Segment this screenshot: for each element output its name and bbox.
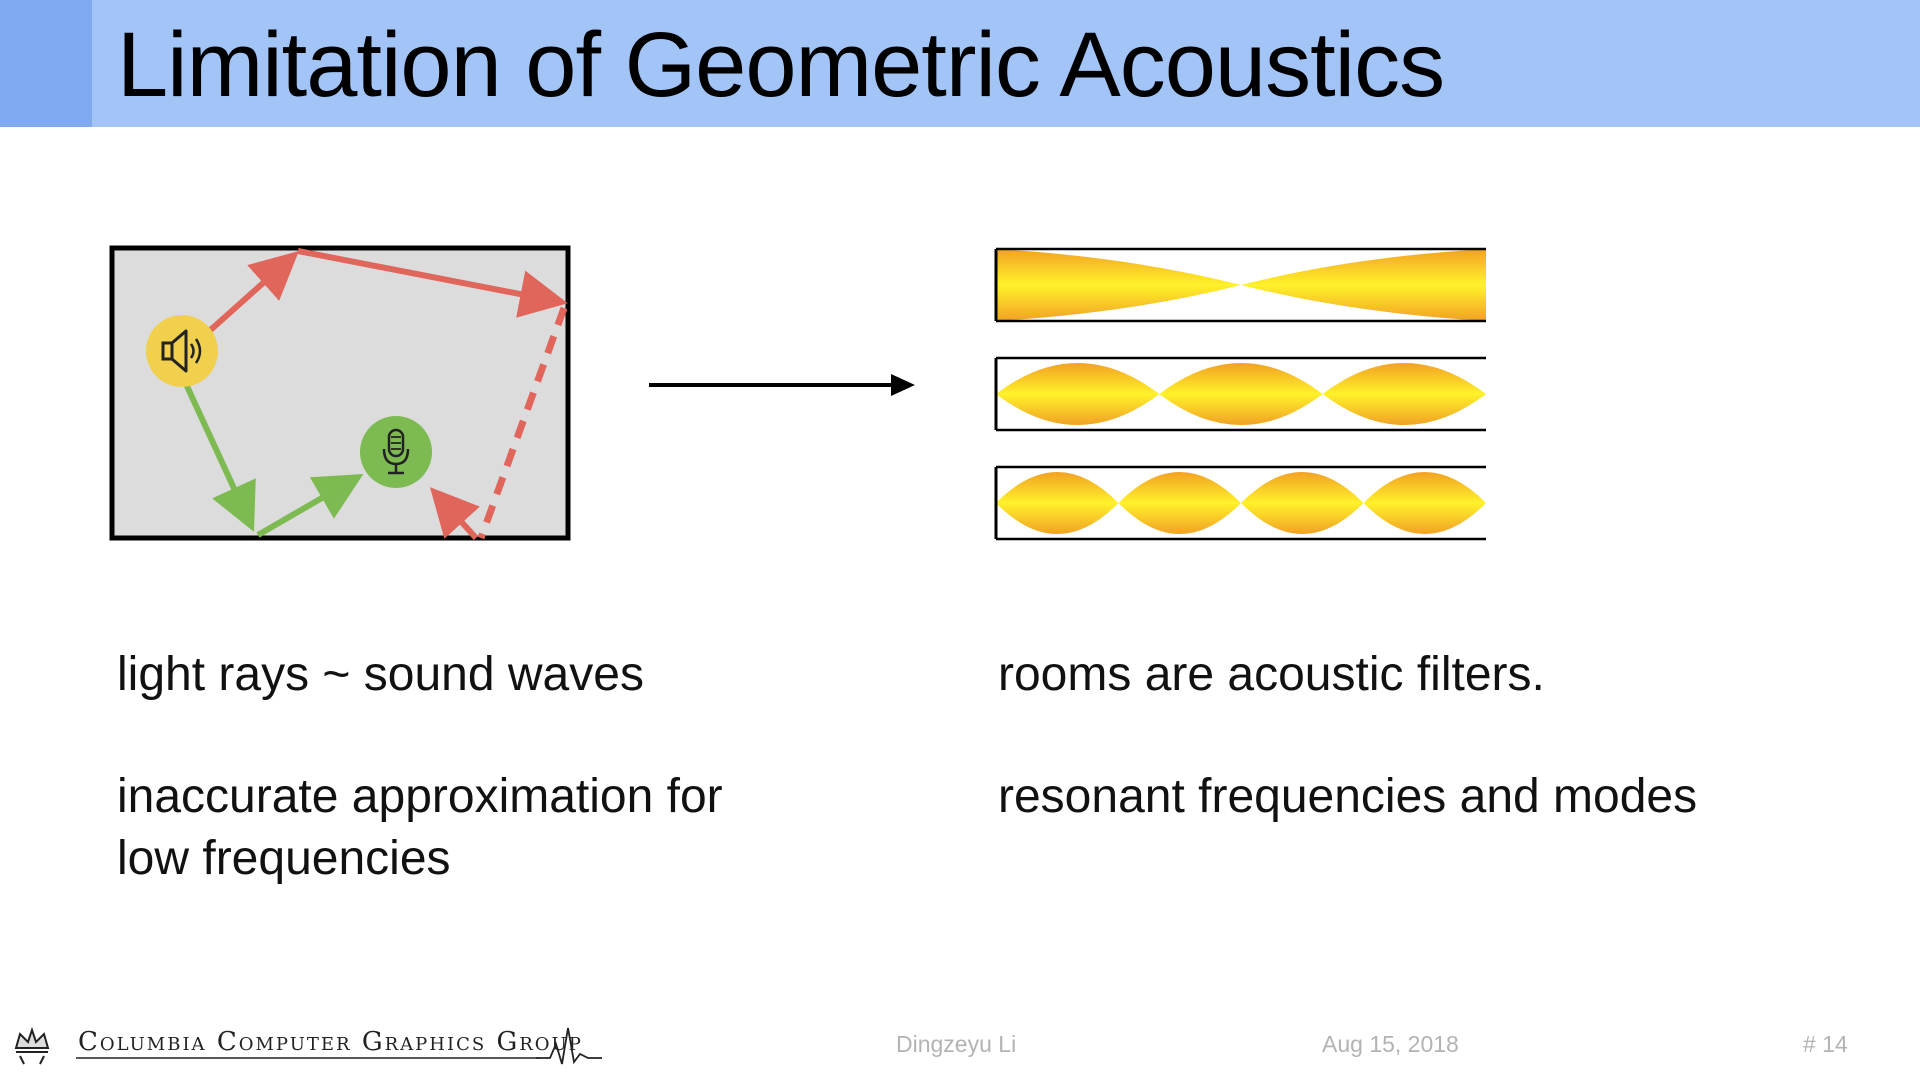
left-text-line-2b: low frequencies: [117, 832, 451, 885]
microphone-icon: [360, 416, 432, 488]
wave-lobe: [1118, 472, 1241, 534]
room-ray-diagram: [109, 245, 571, 541]
mode-row-2: [994, 356, 1486, 432]
wave-lobe: [996, 249, 1241, 321]
ray-green-1: [183, 382, 256, 532]
crown-logo-icon: [14, 1026, 50, 1065]
standing-wave-modes: [994, 247, 1486, 541]
ray-red-2: [297, 248, 568, 318]
ray-red-1: [204, 251, 299, 337]
mode-row-3: [994, 465, 1486, 541]
right-text-line-1: rooms are acoustic filters.: [998, 648, 1545, 701]
slide-title: Limitation of Geometric Acoustics: [117, 14, 1445, 116]
pulse-line: [536, 1027, 602, 1065]
wave-lobe: [1241, 249, 1486, 321]
wave-lobe: [1241, 472, 1364, 534]
footer-logo: Columbia Computer Graphics Group: [14, 1026, 602, 1065]
footer-author: Dingzeyu Li: [896, 1031, 1017, 1057]
footer-date: Aug 15, 2018: [1322, 1031, 1459, 1057]
wave-lobe: [996, 363, 1160, 425]
transition-arrow: [649, 374, 915, 396]
ray-red-3: [429, 487, 480, 541]
left-text-line-1: light rays ~ sound waves: [117, 648, 644, 701]
wave-lobe: [1363, 472, 1486, 534]
left-text-line-2a: inaccurate approximation for: [117, 770, 723, 823]
footer-page: # 14: [1803, 1031, 1848, 1057]
right-text-line-2: resonant frequencies and modes: [998, 770, 1698, 823]
wave-lobe: [1159, 363, 1323, 425]
mode-row-1: [994, 247, 1486, 323]
wave-lobe: [996, 472, 1119, 534]
title-accent: [0, 0, 92, 127]
wave-lobe: [1322, 363, 1486, 425]
ray-green-2: [256, 473, 364, 538]
ray-red-dashed: [477, 306, 568, 540]
speaker-icon: [146, 315, 218, 387]
logo-text: Columbia Computer Graphics Group: [78, 1027, 583, 1057]
title-bar: [0, 0, 1920, 127]
